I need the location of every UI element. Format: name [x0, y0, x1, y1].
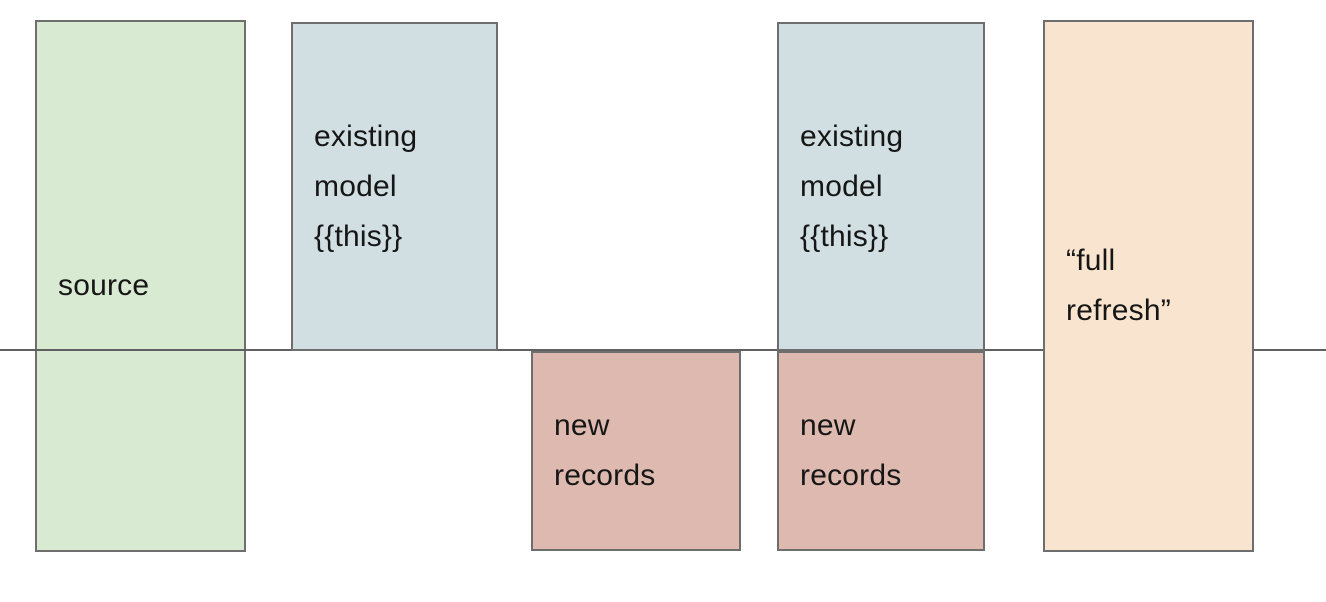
- new-records-box-1: new records: [531, 351, 741, 551]
- new-records-label-1: new records: [554, 409, 656, 492]
- full-refresh-label: “full refresh”: [1066, 244, 1171, 327]
- source-box: source: [35, 20, 246, 552]
- new-records-label-2: new records: [800, 409, 902, 492]
- new-records-box-2: new records: [777, 351, 985, 551]
- existing-model-box-1: existing model {{this}}: [291, 22, 498, 351]
- timeline-divider-line: [0, 349, 1326, 351]
- source-label: source: [58, 269, 150, 302]
- existing-model-box-2: existing model {{this}}: [777, 22, 985, 351]
- existing-model-label-2: existing model {{this}}: [800, 119, 904, 253]
- full-refresh-box: “full refresh”: [1043, 20, 1254, 552]
- existing-model-label-1: existing model {{this}}: [314, 119, 418, 253]
